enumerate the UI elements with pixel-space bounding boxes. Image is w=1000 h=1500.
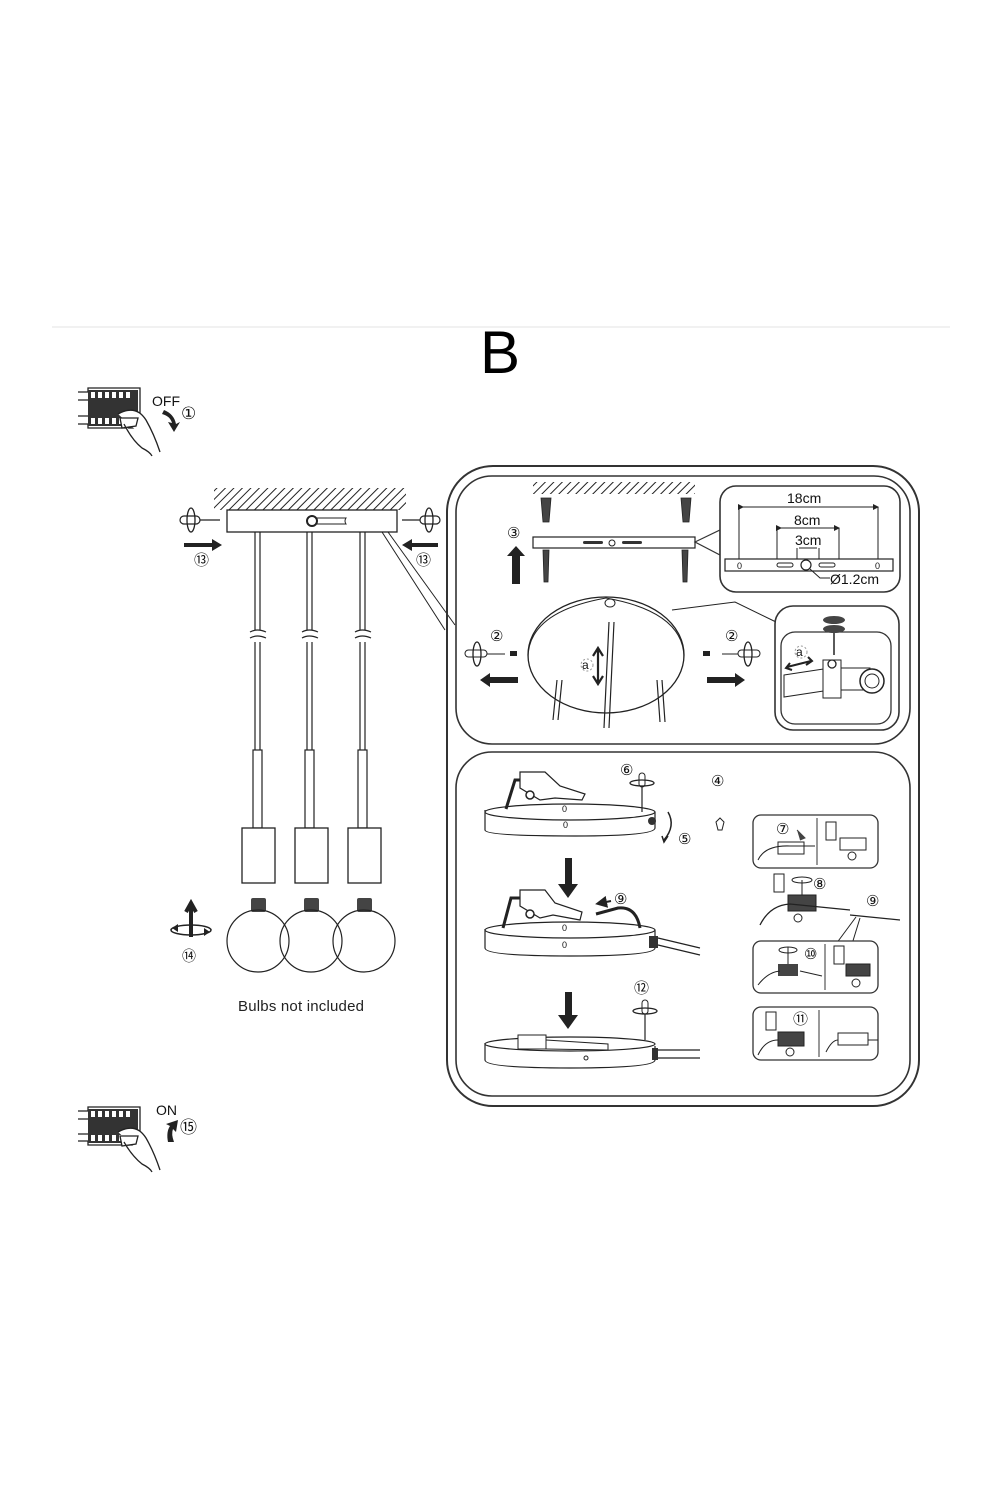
- power-on-switch-illustration: ON ⑮: [78, 1102, 197, 1173]
- on-label: ON: [156, 1102, 177, 1118]
- arrow-down-icon: [558, 858, 578, 898]
- screw-icon: [542, 549, 550, 583]
- lamp-holder: [294, 827, 329, 884]
- step-3-badge: ③: [507, 525, 520, 542]
- header-divider: [52, 326, 950, 328]
- arrow-down-icon: [558, 992, 578, 1029]
- callout-line: [381, 531, 456, 631]
- terminal-step-7-box: [752, 814, 879, 869]
- step-4-badge: ④: [711, 773, 724, 790]
- step-11-badge: ⑪: [793, 1011, 808, 1028]
- step-13-badge-left: ⑬: [194, 552, 209, 569]
- canopy-mark: 0: [562, 804, 567, 814]
- arrow-left-icon: [595, 895, 612, 908]
- terminal-step-11-box: [752, 1006, 879, 1061]
- wiring-stage-open: 0 0: [484, 771, 725, 844]
- section-label: B: [480, 319, 521, 386]
- hole-mark-right: 0: [875, 561, 880, 571]
- screw-icon: [681, 549, 689, 583]
- terminal-step-10-box: [752, 940, 879, 994]
- step-10-badge: ⑩: [804, 946, 817, 963]
- detail-panel: [446, 465, 920, 1107]
- cap-icon: [715, 817, 725, 831]
- pendant-cables: [249, 532, 372, 829]
- bulbs-not-included-note: Bulbs not included: [238, 998, 365, 1015]
- lamp-holders: [241, 827, 382, 884]
- arrow-down-icon: [162, 410, 180, 432]
- globe-bulb: [332, 898, 396, 973]
- canopy-side-screw-right-icon: [703, 641, 761, 687]
- canopy-plate-illustration: a: [527, 596, 777, 729]
- canopy-screw-right-icon: [402, 507, 441, 551]
- terminal-detail-callout: a: [774, 605, 900, 731]
- arrow-up-icon: [166, 1120, 178, 1142]
- hand-icon: [117, 1127, 161, 1173]
- dimension-3cm: 3cm: [795, 532, 821, 548]
- wiring-stage-closed: [484, 999, 700, 1069]
- wall-plug-icon: [680, 497, 692, 523]
- step-13-badge-right: ⑬: [416, 552, 431, 569]
- arrow-right-icon: [707, 673, 745, 687]
- step-6-badge: ⑥: [620, 762, 633, 779]
- rotate-icon: [661, 811, 672, 844]
- arrow-up-icon: [507, 546, 525, 584]
- step-12-badge: ⑫: [634, 980, 649, 997]
- wiring-subpanel: [455, 751, 911, 1097]
- rotate-up-icon: [170, 898, 212, 937]
- step-2-badge-left: ②: [490, 628, 503, 645]
- hole-mark-left: 0: [737, 561, 742, 571]
- arrow-right-icon: [184, 539, 222, 551]
- rotate-icon: [629, 779, 655, 787]
- canopy-cable-entry: [306, 515, 318, 527]
- bracket-dimension-callout: 18cm 8cm 3cm 0 0 Ø1.2cm: [719, 485, 901, 593]
- canopy-mark: 0: [563, 820, 568, 830]
- pendant-lamp-assembly: ⑬ ⑬: [170, 488, 456, 973]
- off-label: OFF: [152, 393, 180, 409]
- wiring-stage-connect: 0 0: [484, 889, 701, 957]
- step-8-badge: ⑧: [813, 876, 826, 893]
- arrow-left-icon: [402, 539, 438, 551]
- canopy-side-screw-left-icon: [464, 641, 518, 687]
- arrow-horizontal-icon: [784, 656, 814, 671]
- detail-a-label-zoom: a: [796, 645, 803, 659]
- canopy-mark: 0: [562, 923, 567, 933]
- step-1-badge: ①: [181, 404, 196, 423]
- power-off-switch-illustration: OFF ①: [78, 387, 196, 457]
- canopy-screw-left-icon: [179, 507, 222, 551]
- step-9-badge-detail: ⑨: [866, 893, 879, 910]
- globe-bulb: [279, 898, 343, 973]
- hand-icon: [117, 409, 161, 457]
- step-7-badge: ⑦: [776, 821, 789, 838]
- step-5-badge: ⑤: [678, 831, 691, 848]
- bracket-subpanel: [455, 475, 911, 745]
- detail-a-label: a: [582, 658, 589, 672]
- lamp-holder: [241, 827, 276, 884]
- dimension-18cm: 18cm: [787, 490, 821, 506]
- globe-bulb: [226, 898, 290, 973]
- step-9-badge: ⑨: [614, 891, 627, 908]
- ceiling-hatch: [214, 488, 406, 510]
- rotate-icon: [632, 1007, 658, 1015]
- terminal-step-8-illustration: [759, 873, 901, 926]
- hole-diameter: Ø1.2cm: [830, 571, 879, 587]
- arrow-vertical-icon: [592, 645, 604, 687]
- step-15-badge: ⑮: [180, 1118, 197, 1137]
- lamp-holder: [347, 827, 382, 884]
- wall-plug-icon: [540, 497, 552, 523]
- dimension-8cm: 8cm: [794, 512, 820, 528]
- bulbs: [226, 898, 396, 973]
- mounting-bracket-illustration: ③: [507, 482, 721, 584]
- step-2-badge-right: ②: [725, 628, 738, 645]
- arrow-left-icon: [480, 673, 518, 687]
- step-14-badge: ⑭: [182, 948, 196, 964]
- canopy-mark: 0: [562, 940, 567, 950]
